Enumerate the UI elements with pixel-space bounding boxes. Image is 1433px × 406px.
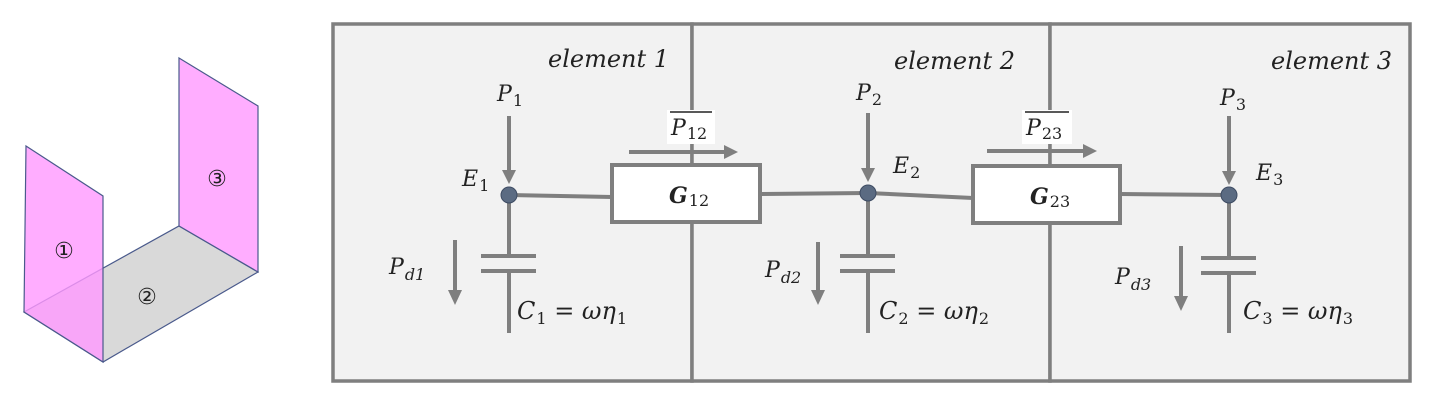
node-e1 <box>500 186 518 204</box>
coupling-g12-label: G12 <box>669 183 709 210</box>
capacitors <box>481 254 1256 275</box>
plate-3-wall <box>178 56 259 274</box>
flow-12-label-bg <box>667 110 715 144</box>
element-2-title: element 2 <box>894 47 1015 75</box>
capacitance-1-label: C1 = ωη1 <box>517 297 627 328</box>
element-boxes <box>331 22 1412 383</box>
flow-23-label-bg <box>1022 110 1072 144</box>
arrows <box>448 113 1236 311</box>
coupling-g23-label: G23 <box>1030 184 1070 211</box>
energy-1-label: E1 <box>461 167 489 195</box>
energy-3-label: E3 <box>1255 161 1283 189</box>
element-3-title: element 3 <box>1271 47 1392 75</box>
coupling-g12-box <box>610 163 762 224</box>
dissipation-2-label: Pd2 <box>764 258 801 287</box>
input-3-label: P3 <box>1219 86 1246 114</box>
node-e3 <box>1220 186 1238 204</box>
input-2-label: P2 <box>855 81 882 109</box>
energy-2-label: E2 <box>892 154 920 182</box>
plate-3-label: ③ <box>207 167 227 192</box>
plate-1-wall <box>23 144 104 364</box>
flow-12-label: P12 <box>670 116 707 143</box>
wires <box>507 191 1231 333</box>
plate-sketch: ① ② ③ <box>22 56 260 364</box>
plate-1-label: ① <box>54 239 74 264</box>
node-e2 <box>859 184 877 202</box>
dissipation-3-label: Pd3 <box>1114 265 1151 294</box>
plate-2-label: ② <box>137 285 157 310</box>
input-1-label: P1 <box>496 82 523 110</box>
capacitance-3-label: C3 = ωη3 <box>1243 297 1353 328</box>
coupling-g23-box <box>971 164 1122 225</box>
capacitance-2-label: C2 = ωη2 <box>879 297 989 328</box>
flow-23-label: P23 <box>1025 116 1062 143</box>
element-1-title: element 1 <box>548 45 669 73</box>
dissipation-1-label: Pd1 <box>388 255 425 284</box>
